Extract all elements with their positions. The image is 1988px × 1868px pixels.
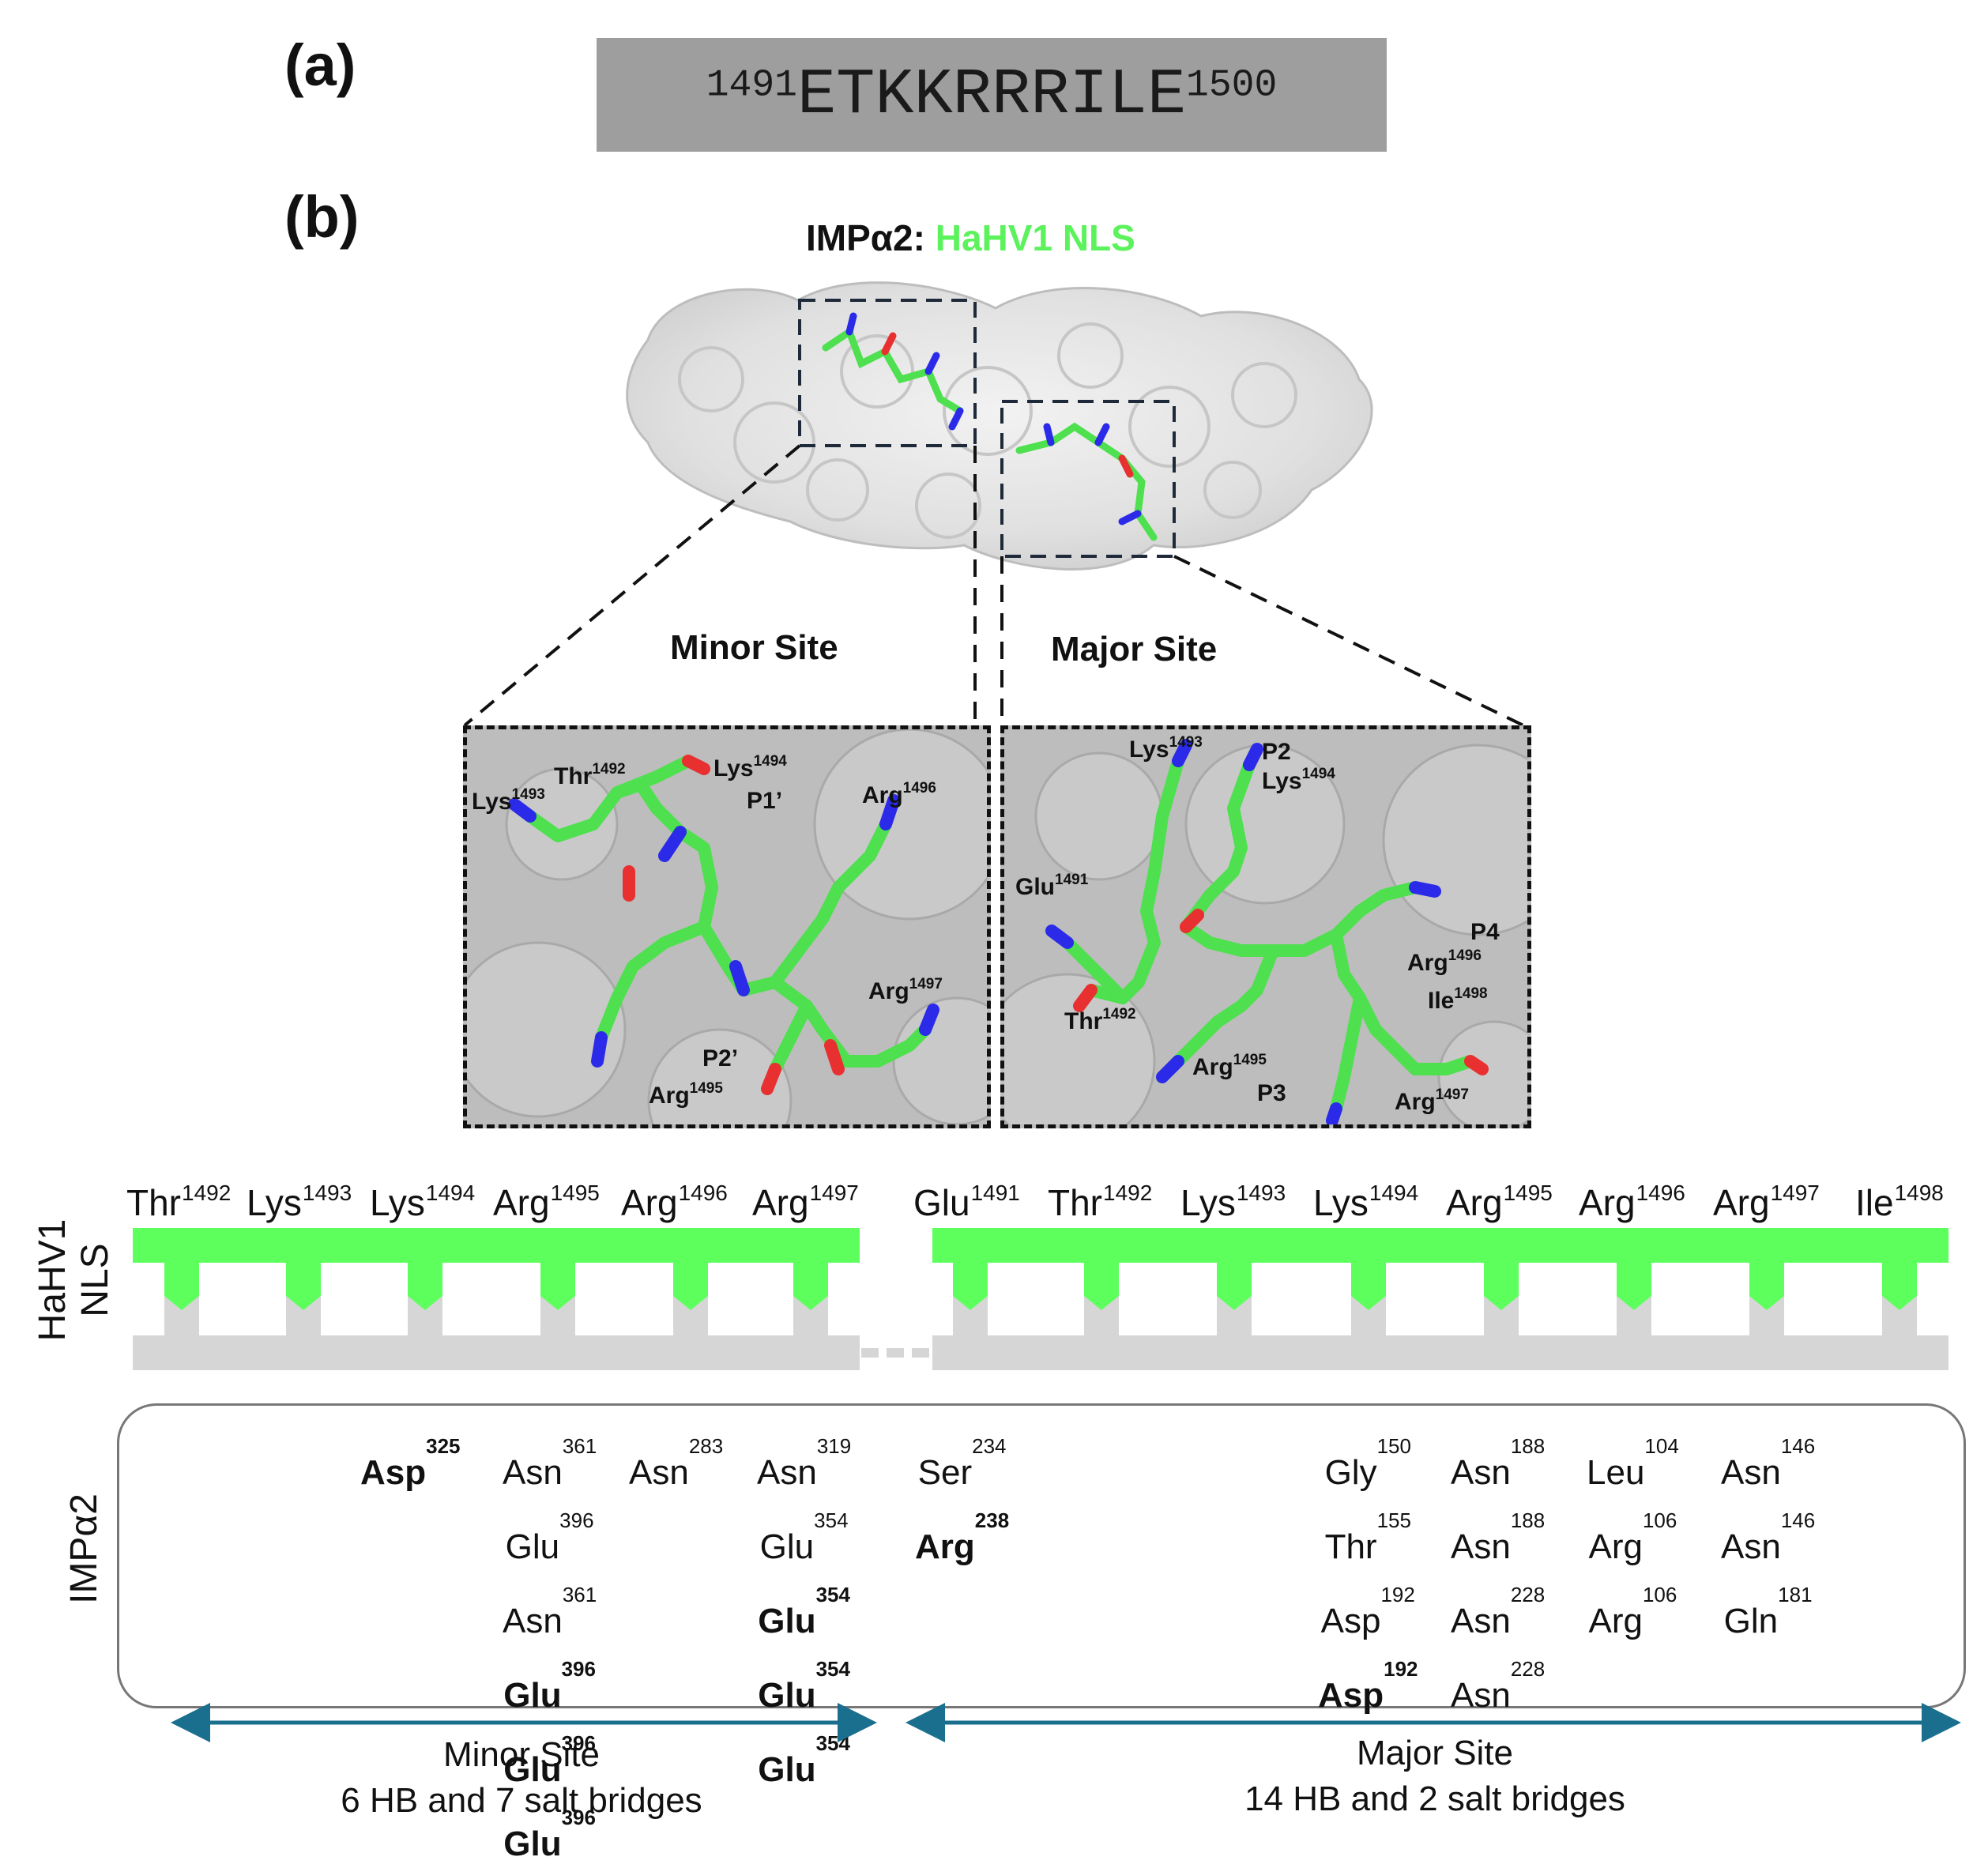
- contacts-minor-col-3: Asn283: [629, 1434, 724, 1492]
- minor-comb: [133, 1228, 860, 1370]
- minor-label-p2-prime: P2’: [702, 1045, 739, 1071]
- imp-side-label: IMPα2: [63, 1493, 105, 1604]
- minor-label-lys1493: Lys1493: [472, 786, 545, 815]
- minor-site-zoom-panel: Thr1492 Lys1494 Lys1493 P1’ Arg1496 Arg1…: [463, 725, 991, 1128]
- minor-imp-bar: [133, 1335, 860, 1370]
- minor-residue-thr1492: Thr1492: [126, 1181, 232, 1224]
- contacts-major-col-5: Asn146 Asn146 Gln181: [1721, 1434, 1816, 1640]
- major-residue-arg1497: Arg1497: [1713, 1181, 1820, 1224]
- major-residue-glu1491: Glu1491: [913, 1181, 1020, 1224]
- major-site-structure: [1004, 729, 1527, 1124]
- contacts-major-col-3: Asn188 Asn188 Asn228 Asn228: [1451, 1434, 1546, 1715]
- major-residue-lys1494: Lys1494: [1313, 1181, 1419, 1224]
- contacts-major-col-1: Ser234 Arg238: [915, 1434, 1010, 1566]
- minor-label-arg1497: Arg1497: [868, 976, 943, 1005]
- minor-site-peptide: [822, 312, 964, 431]
- nls-sequence-box: 1491ETKKRRRILE1500: [597, 38, 1387, 152]
- major-nls-bar: [932, 1228, 1948, 1263]
- major-label-glu1491: Glu1491: [1015, 872, 1089, 901]
- minor-site-structure: [467, 729, 987, 1124]
- major-label-p2: P2: [1262, 739, 1291, 765]
- interaction-comb-graphic: [133, 1228, 1948, 1370]
- minor-label-thr1492: Thr1492: [554, 761, 626, 790]
- major-site-box: [1000, 400, 1176, 558]
- major-label-arg1495: Arg1495: [1192, 1052, 1267, 1081]
- complex-title-receptor: IMPα2:: [806, 217, 925, 258]
- major-label-p4: P4: [1470, 919, 1500, 945]
- major-comb: [932, 1228, 1948, 1370]
- zoom-connector-lines: [463, 444, 1524, 727]
- minor-nls-bar: [133, 1228, 860, 1263]
- major-site-peptide: [1015, 422, 1158, 541]
- complex-title-ligand: HaHV1 NLS: [935, 217, 1135, 258]
- major-site-title: Major Site: [1051, 630, 1218, 668]
- sequence-end-number: 1500: [1186, 63, 1278, 107]
- nls-side-label: HaHV1 NLS: [32, 1218, 116, 1342]
- major-label-ile1498: Ile1498: [1428, 985, 1488, 1015]
- major-label-arg1496: Arg1496: [1407, 947, 1482, 977]
- major-summary-title: Major Site: [1356, 1734, 1514, 1772]
- minor-label-arg1495: Arg1495: [649, 1080, 723, 1109]
- sequence-residues: ETKKRRRILE: [796, 58, 1187, 132]
- minor-residue-lys1493: Lys1493: [247, 1181, 352, 1224]
- minor-residue-arg1496: Arg1496: [621, 1181, 728, 1224]
- minor-label-lys1494: Lys1494: [713, 753, 787, 782]
- major-label-p3: P3: [1257, 1080, 1286, 1106]
- major-residue-ile1498: Ile1498: [1855, 1181, 1944, 1224]
- panel-b-label: (b): [284, 184, 360, 250]
- major-residue-thr1492: Thr1492: [1048, 1181, 1153, 1224]
- sequence-start-number: 1491: [706, 63, 797, 107]
- minor-residue-arg1497: Arg1497: [752, 1181, 859, 1224]
- minor-label-arg1496: Arg1496: [862, 780, 936, 809]
- minor-label-p1-prime: P1’: [747, 788, 783, 814]
- complex-title: IMPα2: HaHV1 NLS: [806, 217, 1135, 259]
- major-residue-lys1493: Lys1493: [1180, 1181, 1286, 1224]
- major-residue-arg1496: Arg1496: [1579, 1181, 1685, 1224]
- minor-summary-title: Minor Site: [442, 1735, 601, 1774]
- major-residue-arg1495: Arg1495: [1446, 1181, 1553, 1224]
- major-label-thr1492: Thr1492: [1064, 1006, 1136, 1035]
- minor-site-summary: Minor Site 6 HB and 7 salt bridges: [316, 1732, 727, 1824]
- major-site-summary: Major Site 14 HB and 2 salt bridges: [1198, 1731, 1672, 1822]
- panel-a-label: (a): [284, 32, 356, 98]
- site-range-arrows: [171, 1703, 1961, 1742]
- minor-residue-lys1494: Lys1494: [370, 1181, 476, 1224]
- major-label-lys1493: Lys1493: [1129, 734, 1203, 763]
- imp-alpha2-surface: [626, 281, 1373, 571]
- contacts-major-col-2: Gly150 Thr155 Asp192 Asp192: [1318, 1434, 1418, 1715]
- major-label-lys1494: Lys1494: [1262, 766, 1335, 795]
- minor-site-title: Minor Site: [670, 628, 838, 667]
- major-site-zoom-panel: Lys1493 P2 Lys1494 Glu1491 P4 Arg1496 Il…: [1000, 725, 1531, 1128]
- major-label-arg1497: Arg1497: [1395, 1087, 1469, 1116]
- minor-site-box: [798, 299, 977, 447]
- minor-residue-arg1495: Arg1495: [493, 1181, 600, 1224]
- contacts-major-col-4: Leu104 Arg106 Arg106: [1587, 1434, 1679, 1640]
- contacts-minor-col-4: Asn319 Glu354 Glu354 Glu354 Glu354: [757, 1434, 852, 1789]
- major-summary-text: 14 HB and 2 salt bridges: [1244, 1779, 1625, 1818]
- contacts-minor-col-1: Asp325: [360, 1434, 461, 1492]
- minor-summary-text: 6 HB and 7 salt bridges: [341, 1781, 702, 1820]
- protein-overview-graphic: [463, 281, 1524, 727]
